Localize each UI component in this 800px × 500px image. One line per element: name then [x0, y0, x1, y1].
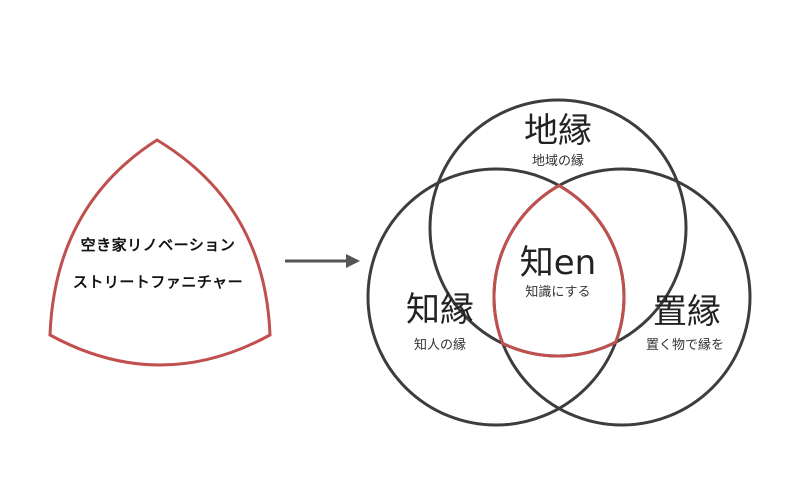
right-arrow-icon [285, 254, 360, 268]
venn-center-intersection [492, 183, 626, 358]
right-circle-title: 置縁 [653, 292, 721, 332]
center-subtitle: 知識にする [525, 285, 591, 300]
right-circle-subtitle: 置く物で縁を [645, 338, 724, 353]
top-circle-title: 地縁 [524, 111, 592, 151]
source-line-1: 空き家リノベーション [80, 236, 236, 254]
left-circle-title: 知縁 [406, 290, 474, 330]
left-circle-subtitle: 知人の縁 [413, 338, 466, 353]
top-circle-subtitle: 地域の縁 [531, 154, 584, 169]
source-line-2: ストリートファニチャー [72, 273, 244, 291]
source-rounded-triangle [48, 138, 272, 367]
center-title: 知en [519, 243, 597, 283]
